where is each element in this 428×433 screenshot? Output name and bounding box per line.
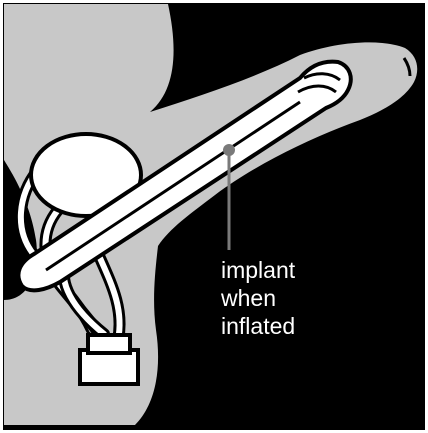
pump <box>80 335 138 384</box>
callout-dot <box>223 144 235 156</box>
callout-line-3: inflated <box>221 312 361 340</box>
callout-line-1: implant <box>221 256 361 284</box>
callout-label: implant when inflated <box>221 256 361 340</box>
callout-line-2: when <box>221 284 361 312</box>
